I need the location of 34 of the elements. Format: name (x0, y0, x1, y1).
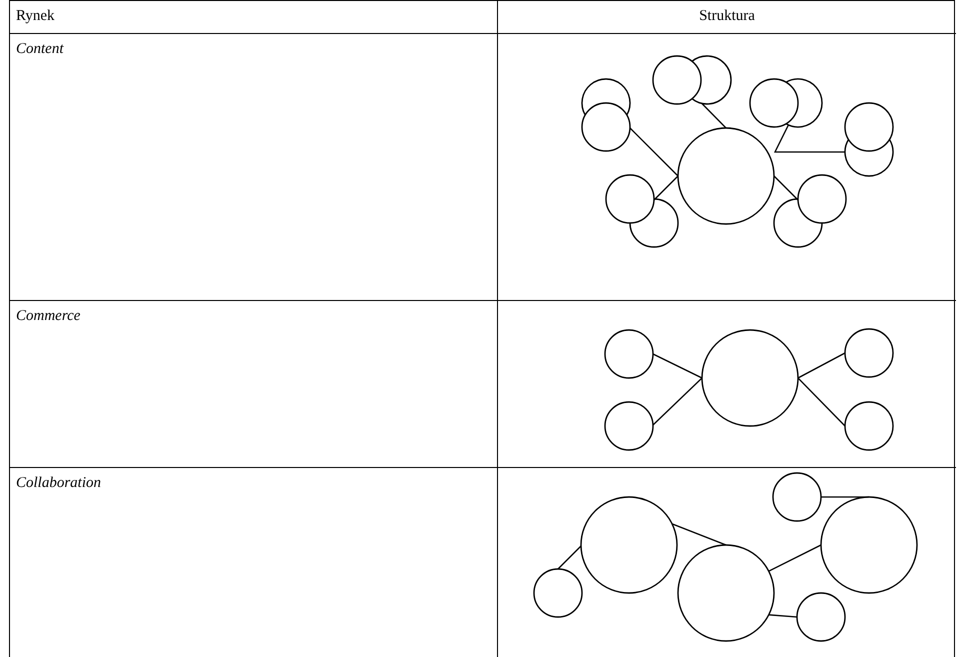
connector-line (558, 546, 582, 570)
connector-line (798, 378, 846, 426)
circle (796, 592, 846, 642)
circle (844, 328, 894, 378)
circle (844, 102, 894, 152)
circle (749, 78, 799, 128)
row-label: Content (16, 41, 64, 57)
connector-line (630, 128, 678, 176)
circle (677, 127, 775, 225)
connector-line (768, 544, 822, 572)
circle (701, 329, 799, 427)
column-header: Rynek (16, 8, 55, 24)
circle (605, 174, 655, 224)
row-label: Collaboration (16, 475, 102, 491)
circle (677, 544, 775, 642)
circle (580, 496, 678, 594)
circle (581, 102, 631, 152)
circle (772, 472, 822, 522)
connector-line (672, 523, 726, 546)
connector-line (798, 352, 846, 379)
connector-line (768, 614, 798, 618)
circle (604, 401, 654, 451)
connector-line (652, 353, 702, 379)
circle (820, 496, 918, 594)
connector-line (701, 103, 726, 128)
connector-line (774, 124, 845, 153)
row-label: Commerce (16, 308, 80, 324)
circle (652, 55, 702, 105)
circle (604, 329, 654, 379)
circle (844, 401, 894, 451)
connector-line (652, 378, 702, 426)
circle (533, 568, 583, 618)
circle (797, 174, 847, 224)
column-header: Struktura (699, 7, 755, 26)
